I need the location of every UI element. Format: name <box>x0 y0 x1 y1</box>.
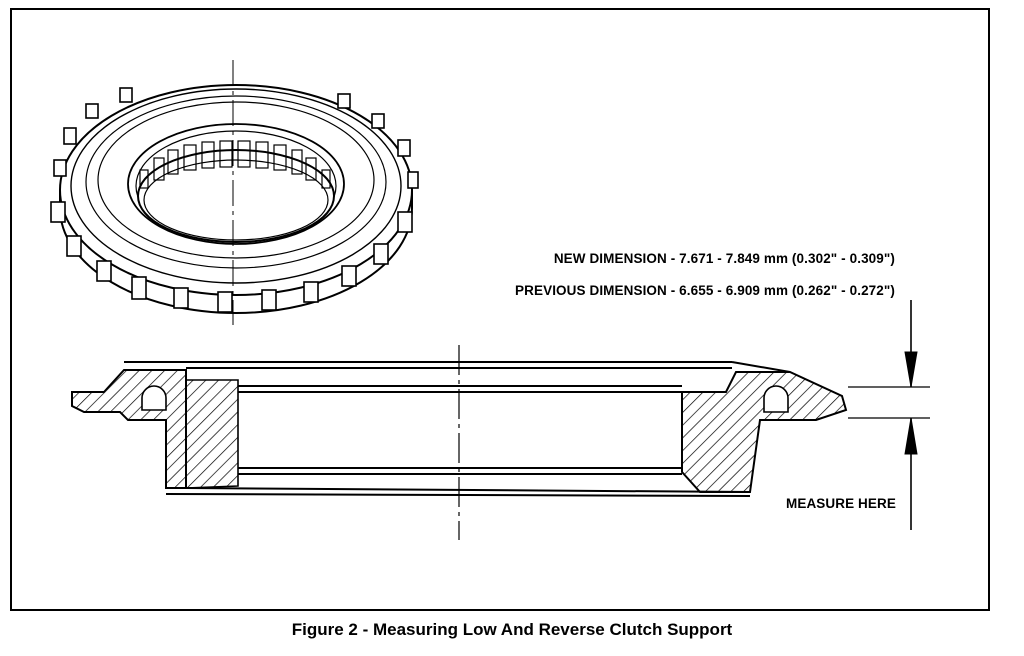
figure-frame <box>10 8 990 611</box>
ring-teeth <box>50 87 419 313</box>
isometric-clutch-support <box>50 60 419 325</box>
right-section <box>681 371 848 493</box>
new-dimension-label: NEW DIMENSION - 7.671 - 7.849 mm (0.302"… <box>553 251 895 266</box>
dimension-arrows <box>848 300 930 530</box>
measure-here-label: MEASURE HERE <box>786 496 896 511</box>
previous-dimension-label: PREVIOUS DIMENSION - 6.655 - 6.909 mm (0… <box>515 283 895 298</box>
cross-section <box>71 345 848 540</box>
figure-caption: Figure 2 - Measuring Low And Reverse Clu… <box>291 620 733 639</box>
inner-rollers <box>139 140 331 189</box>
